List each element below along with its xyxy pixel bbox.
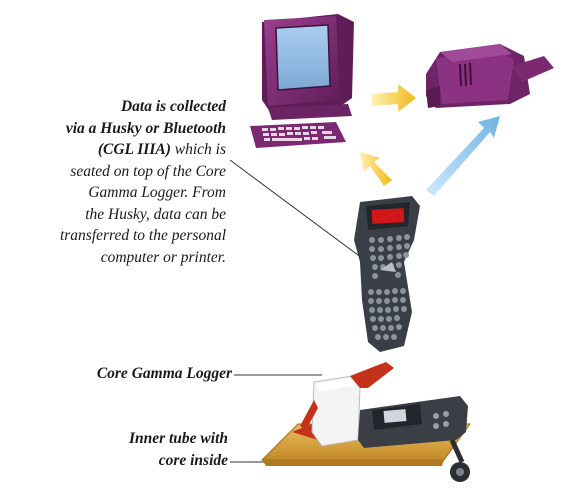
core-gamma-logger-icon bbox=[260, 362, 471, 482]
arrow-husky-to-computer bbox=[360, 152, 392, 186]
printer-icon bbox=[426, 44, 554, 108]
caption-tube-line-2: core inside bbox=[158, 451, 228, 469]
caption-main-line-3-bold: (CGL IIIA) bbox=[97, 141, 171, 158]
caption-main-line-7: transferred to the personal bbox=[59, 227, 226, 244]
husky-handheld-icon bbox=[354, 196, 420, 352]
personal-computer-icon bbox=[250, 14, 354, 148]
caption-main-line-2: via a Husky or Bluetooth bbox=[65, 119, 226, 137]
caption-main-line-4: seated on top of the Core bbox=[70, 162, 226, 180]
caption-main-line-3-rest: which is bbox=[170, 141, 226, 158]
caption-main-line-6: the Husky, data can be bbox=[85, 205, 226, 223]
caption-main-line-1: Data is collected bbox=[120, 98, 226, 115]
arrow-husky-to-printer bbox=[426, 116, 500, 196]
caption-main-line-5: Gamma Logger. From bbox=[88, 184, 226, 201]
caption-husky-description: Data is collected via a Husky or Bluetoo… bbox=[0, 96, 226, 268]
leader-line-husky bbox=[229, 159, 371, 265]
caption-core-gamma-logger: Core Gamma Logger bbox=[96, 365, 232, 382]
arrow-computer-to-printer bbox=[372, 84, 416, 112]
caption-main-line-8: computer or printer. bbox=[100, 248, 226, 266]
caption-inner-tube: Inner tube with core inside bbox=[20, 428, 228, 471]
caption-tube-line-1: Inner tube with bbox=[128, 430, 228, 447]
